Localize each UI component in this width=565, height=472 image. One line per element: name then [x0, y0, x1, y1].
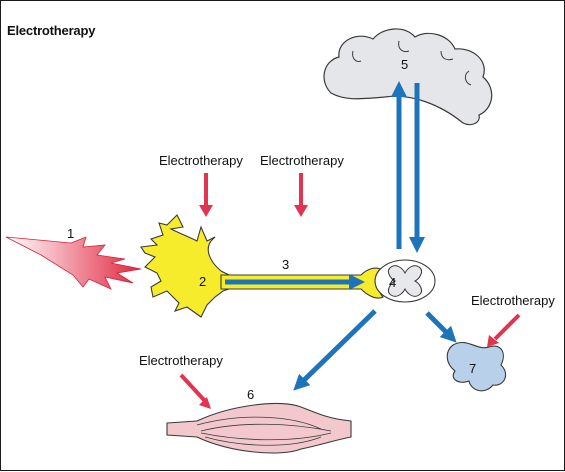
brain-shape: [323, 28, 493, 126]
label-2-neuron: 2: [199, 274, 206, 289]
signal-arrow-to-muscle: [293, 309, 377, 391]
electrotherapy-arrow: [294, 173, 308, 217]
electrotherapy-label: Electrotherapy: [159, 153, 243, 168]
electrotherapy-label: Electrotherapy: [260, 153, 344, 168]
electrotherapy-arrow: [487, 313, 521, 347]
spinal-cord: [374, 259, 436, 303]
electrotherapy-label: Electrotherapy: [471, 293, 555, 308]
electrotherapy-arrow: [179, 373, 211, 409]
label-3-axon: 3: [282, 257, 289, 272]
muscle: [166, 402, 352, 454]
label-7-joint: 7: [469, 361, 476, 376]
electrotherapy-arrow: [199, 173, 213, 217]
target-joint: [446, 341, 507, 392]
label-4-spinal-cord: 4: [389, 275, 396, 290]
label-1-pain: 1: [67, 226, 74, 241]
signal-arrow-to-joint: [425, 311, 457, 343]
electrotherapy-label: Electrotherapy: [139, 353, 223, 368]
sensory-neuron: [140, 214, 384, 318]
diagram-title: Electrotherapy: [7, 23, 96, 38]
pain-stimulus: [5, 236, 142, 290]
label-5-brain: 5: [401, 57, 408, 72]
label-6-muscle: 6: [247, 387, 254, 402]
